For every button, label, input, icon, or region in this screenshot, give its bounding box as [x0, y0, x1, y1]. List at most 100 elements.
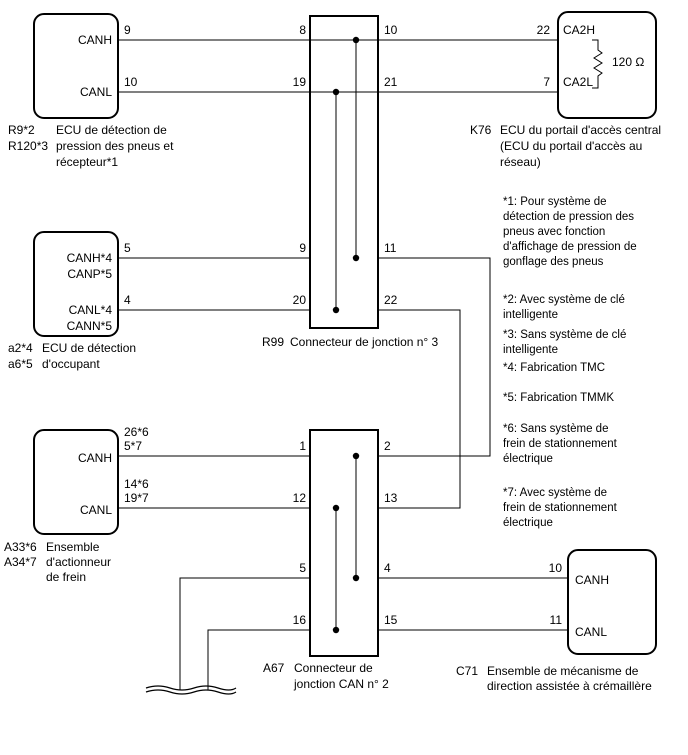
note-line: *6: Sans système de — [503, 423, 608, 435]
occupant-signal: CANP*5 — [67, 267, 112, 281]
wire-a67-16-continuation — [207, 629, 310, 690]
footnotes: *1: Pour système de détection de pressio… — [503, 196, 637, 529]
a67-pin: 13 — [384, 491, 398, 505]
occupant-signal: CANH*4 — [67, 251, 113, 265]
splice-dot — [332, 504, 340, 512]
wire-a67-5-continuation — [179, 577, 310, 690]
tpms-pin-canl: 10 — [124, 75, 138, 89]
steering-canh-signal: CANH — [575, 573, 609, 587]
r99-pin: 11 — [384, 241, 397, 255]
brake-name-line: Ensemble — [46, 540, 100, 554]
tpms-name-line: récepteur*1 — [56, 155, 118, 169]
occupant-pin: 4 — [124, 293, 131, 307]
splice-dot — [352, 254, 360, 262]
note-line: *1: Pour système de — [503, 196, 607, 208]
r99-name: Connecteur de jonction n° 3 — [290, 335, 439, 349]
occupant-signal: CANN*5 — [67, 319, 113, 333]
splice-dot — [332, 88, 340, 96]
ecu-gateway-box — [557, 11, 657, 119]
a67-pin: 4 — [384, 561, 391, 575]
brake-actuator-box — [33, 429, 119, 535]
note-line: *3: Sans système de clé — [503, 329, 626, 341]
r99-pin: 20 — [293, 293, 307, 307]
junction-r99-box — [309, 15, 379, 329]
occupant-signal: CANL*4 — [69, 303, 113, 317]
resistor-120-ohm: 120 Ω — [592, 39, 644, 89]
gateway-name-line: ECU du portail d'accès central — [500, 123, 661, 137]
occupant-pin: 5 — [124, 241, 131, 255]
note-line: gonflage des pneus — [503, 256, 604, 268]
a67-name-line: Connecteur de — [294, 661, 373, 675]
note-line: détection de pression des — [503, 211, 634, 223]
note-line: *2: Avec système de clé — [503, 294, 625, 306]
splice-dot — [352, 574, 360, 582]
r99-pin: 9 — [299, 241, 306, 255]
gateway-name-line: (ECU du portail d'accès au — [500, 139, 642, 153]
tpms-canh-signal: CANH — [78, 33, 112, 47]
brake-code: A33*6 — [4, 540, 37, 554]
tpms-code: R120*3 — [8, 139, 48, 153]
a67-name-line: jonction CAN n° 2 — [293, 677, 389, 691]
splice-dot — [332, 306, 340, 314]
tpms-pin-canh: 9 — [124, 23, 131, 37]
r99-pin: 10 — [384, 23, 398, 37]
tpms-name-line: ECU de détection de — [56, 123, 167, 137]
brake-name-line: d'actionneur — [46, 555, 111, 569]
r99-code: R99 — [262, 335, 284, 349]
gateway-pin-ca2h: 22 — [537, 23, 551, 37]
brake-pin: 26*6 — [124, 425, 149, 439]
wire-r99-22-to-a67-13 — [378, 309, 461, 509]
note-line: pneus avec fonction — [503, 226, 605, 238]
junction-bus — [332, 36, 360, 634]
splice-dot — [332, 626, 340, 634]
gateway-signal-ca2l: CA2L — [563, 75, 593, 89]
note-line: frein de stationnement — [503, 502, 618, 514]
continuation-break-mark — [145, 689, 237, 695]
a67-pin: 5 — [299, 561, 306, 575]
tpms-code: R9*2 — [8, 123, 35, 137]
a67-pin: 15 — [384, 613, 398, 627]
r99-pin: 22 — [384, 293, 398, 307]
a67-pin: 12 — [293, 491, 307, 505]
a67-pin: 2 — [384, 439, 391, 453]
brake-canh-signal: CANH — [78, 451, 112, 465]
a67-pin: 1 — [299, 439, 306, 453]
gateway-code: K76 — [470, 123, 492, 137]
brake-pin: 19*7 — [124, 491, 149, 505]
note-line: *4: Fabrication TMC — [503, 362, 605, 374]
steering-name-line: Ensemble de mécanisme de — [487, 664, 639, 678]
continuation-break-mark — [145, 685, 237, 691]
occupant-code: a6*5 — [8, 357, 33, 371]
note-line: *7: Avec système de — [503, 487, 607, 499]
brake-code: A34*7 — [4, 555, 37, 569]
gateway-pin-ca2l: 7 — [543, 75, 550, 89]
r99-pin: 21 — [384, 75, 398, 89]
note-line: électrique — [503, 517, 553, 529]
ecu-tpms-box — [33, 13, 119, 119]
steering-canl-signal: CANL — [575, 625, 607, 639]
steering-pin: 10 — [549, 561, 563, 575]
junction-a67-box — [309, 429, 379, 657]
splice-dot — [352, 36, 360, 44]
gateway-signal-ca2h: CA2H — [563, 23, 595, 37]
splice-dot — [352, 452, 360, 460]
ecu-occupant-box — [33, 231, 119, 337]
r99-pin: 19 — [293, 75, 307, 89]
tpms-name-line: pression des pneus et — [56, 139, 174, 153]
note-line: *5: Fabrication TMMK — [503, 392, 614, 404]
occupant-name-line: d'occupant — [42, 357, 100, 371]
wire-r99-11-to-a67-2 — [378, 257, 491, 457]
tpms-canl-signal: CANL — [80, 85, 112, 99]
note-line: d'affichage de pression de — [503, 241, 637, 253]
note-line: frein de stationnement — [503, 438, 618, 450]
steering-gear-box — [567, 549, 657, 655]
brake-pin: 5*7 — [124, 439, 142, 453]
note-line: électrique — [503, 453, 553, 465]
brake-pin: 14*6 — [124, 477, 149, 491]
note-line: intelligente — [503, 309, 558, 321]
occupant-code: a2*4 — [8, 341, 33, 355]
r99-pin: 8 — [299, 23, 306, 37]
brake-canl-signal: CANL — [80, 503, 112, 517]
a67-code: A67 — [263, 661, 285, 675]
